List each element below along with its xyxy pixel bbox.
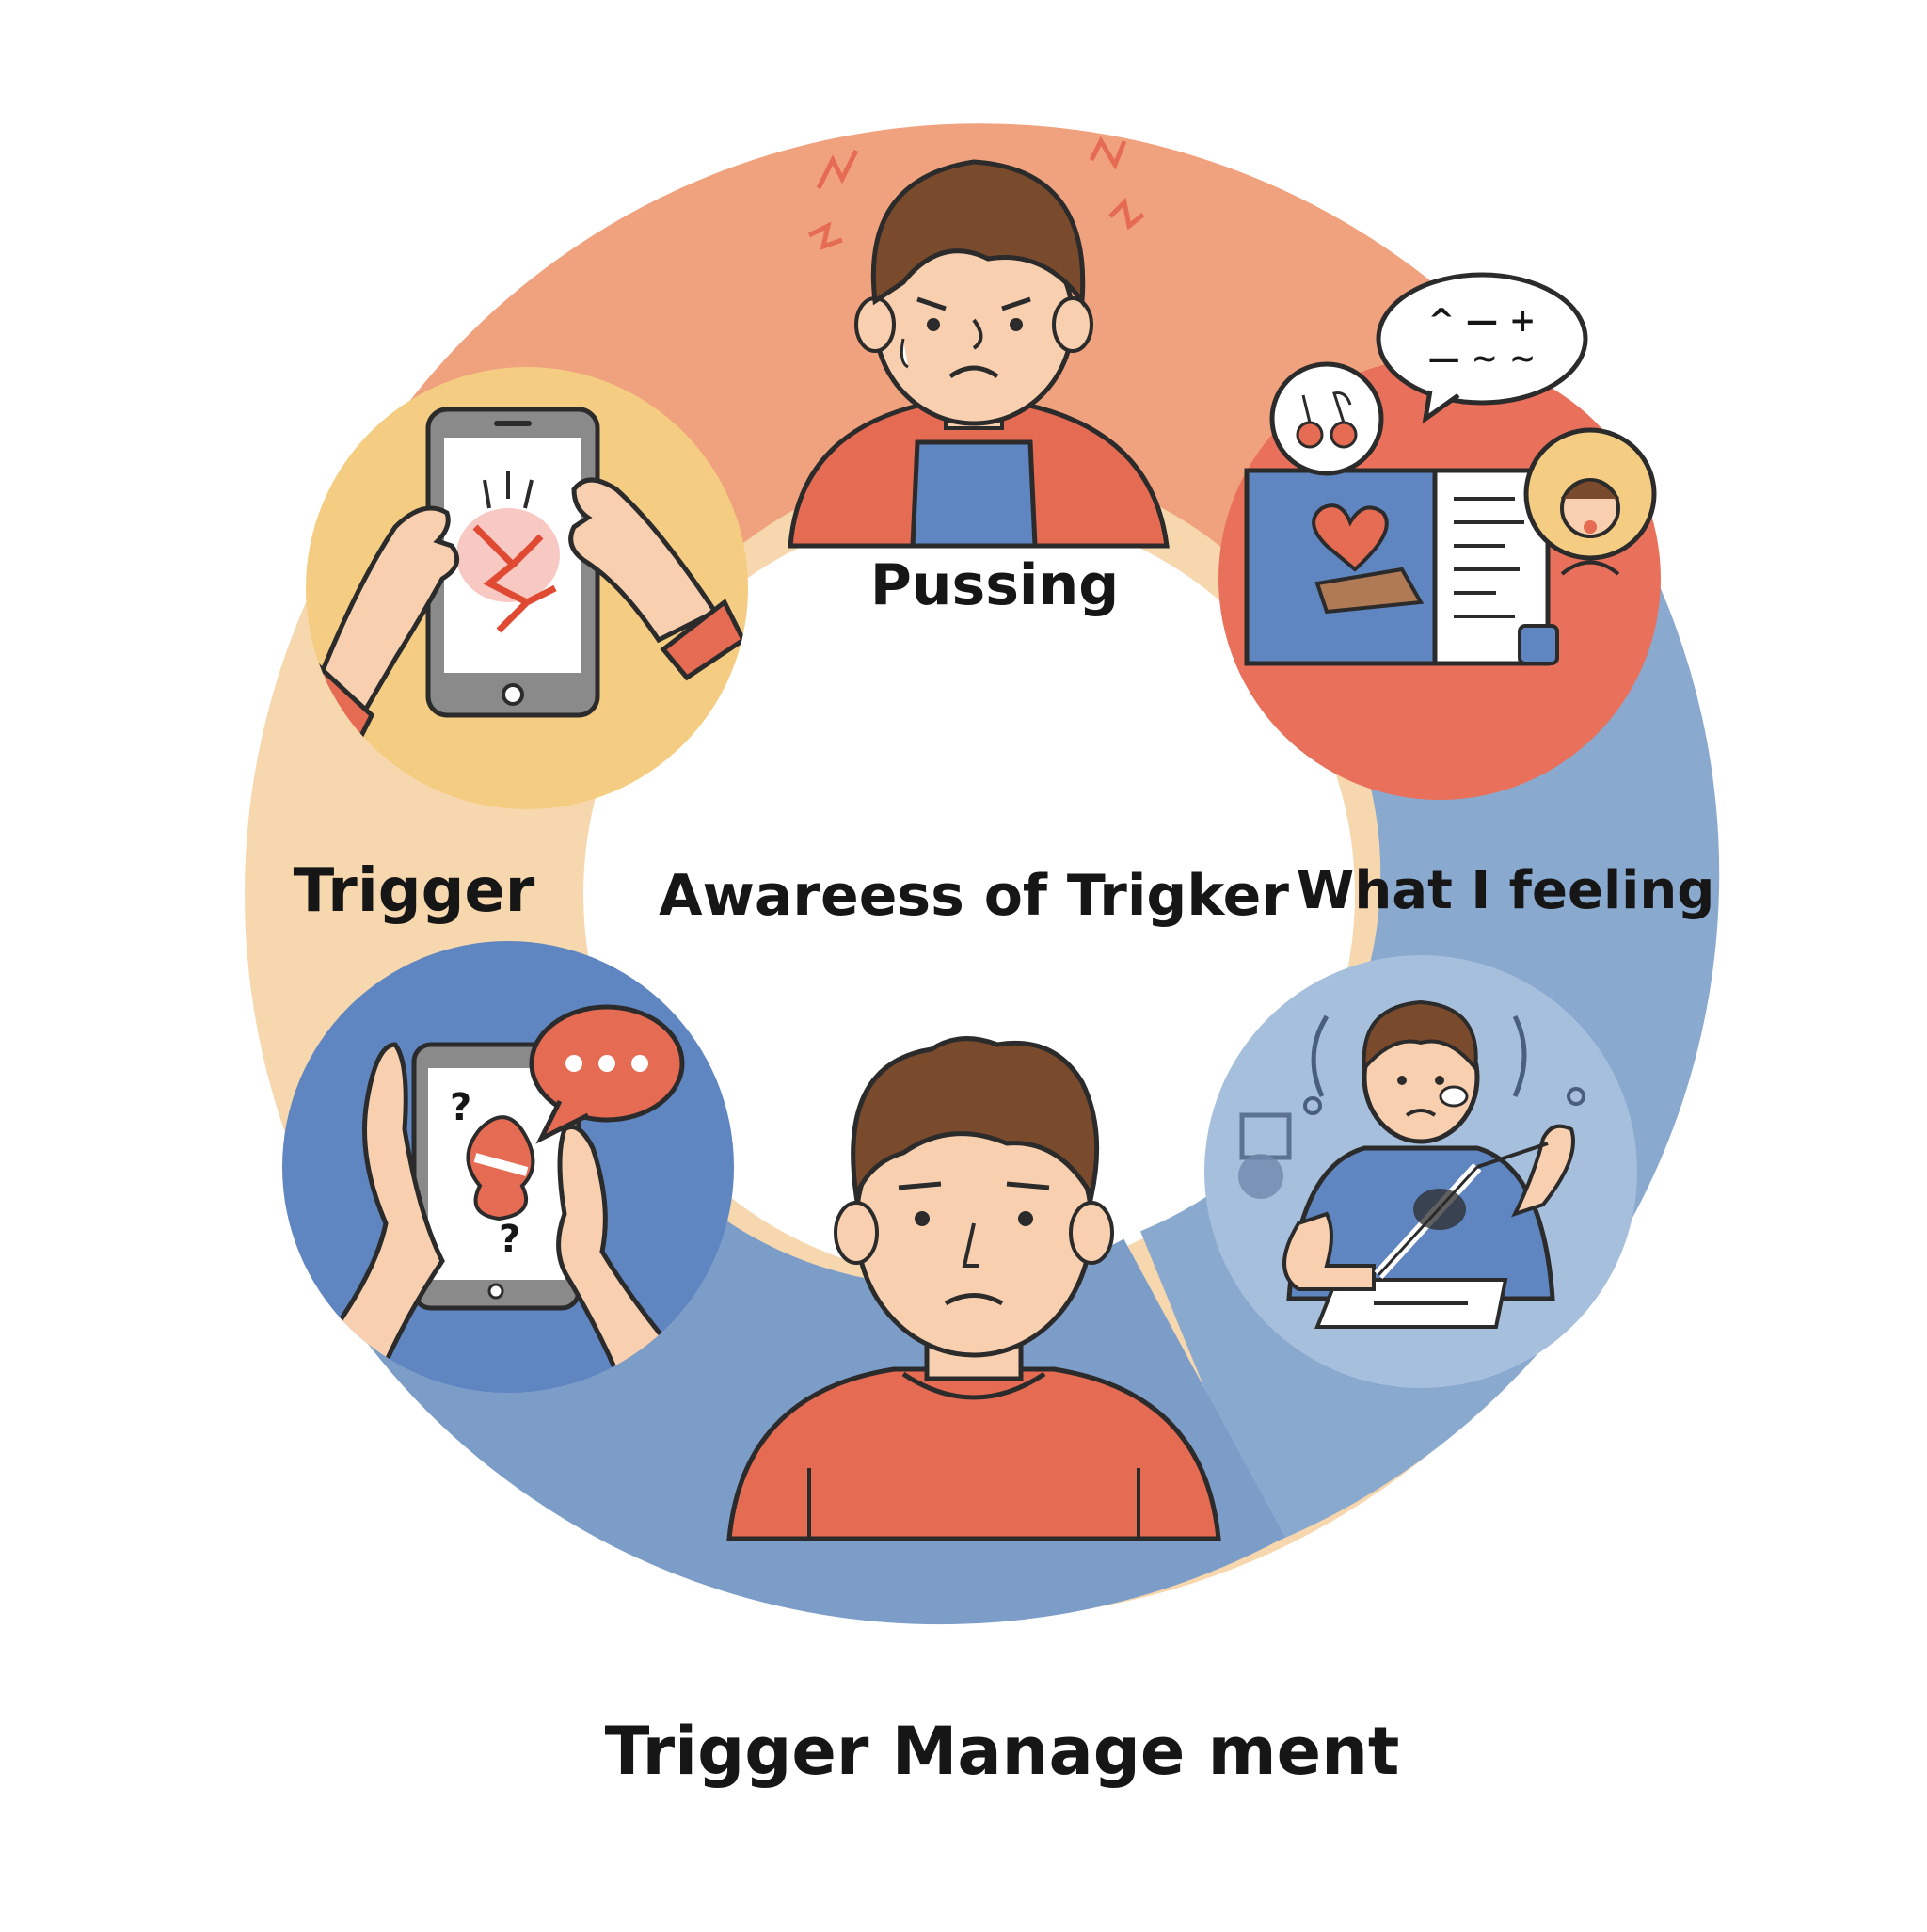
speech-bubble-icon: ^ — + — ~ ~ (1376, 272, 1588, 424)
stressed-person-icon (788, 136, 1170, 549)
book-collage-icon: ^ — + — ~ ~ (1218, 272, 1661, 800)
diagram-title: Trigger Manage ment (605, 1713, 1400, 1790)
phone-crack-icon (306, 367, 748, 809)
label-left: Trigger (294, 856, 535, 926)
label-right: What I feeling (1297, 860, 1715, 921)
bubble-scribble-line1: ^ — + (1428, 302, 1537, 340)
ring-center (593, 518, 1346, 1270)
bubble-scribble-line2: — ~ ~ (1428, 340, 1537, 377)
phone-chat-icon: ? ? (282, 941, 734, 1393)
label-center: Awareess of Trigker (659, 863, 1289, 929)
person-writing-icon (1204, 955, 1637, 1388)
sad-person-icon (726, 1036, 1221, 1541)
label-top: Pussing (870, 552, 1119, 618)
question-mark-glyph-2: ? (499, 1218, 520, 1261)
question-mark-glyph: ? (450, 1086, 471, 1129)
